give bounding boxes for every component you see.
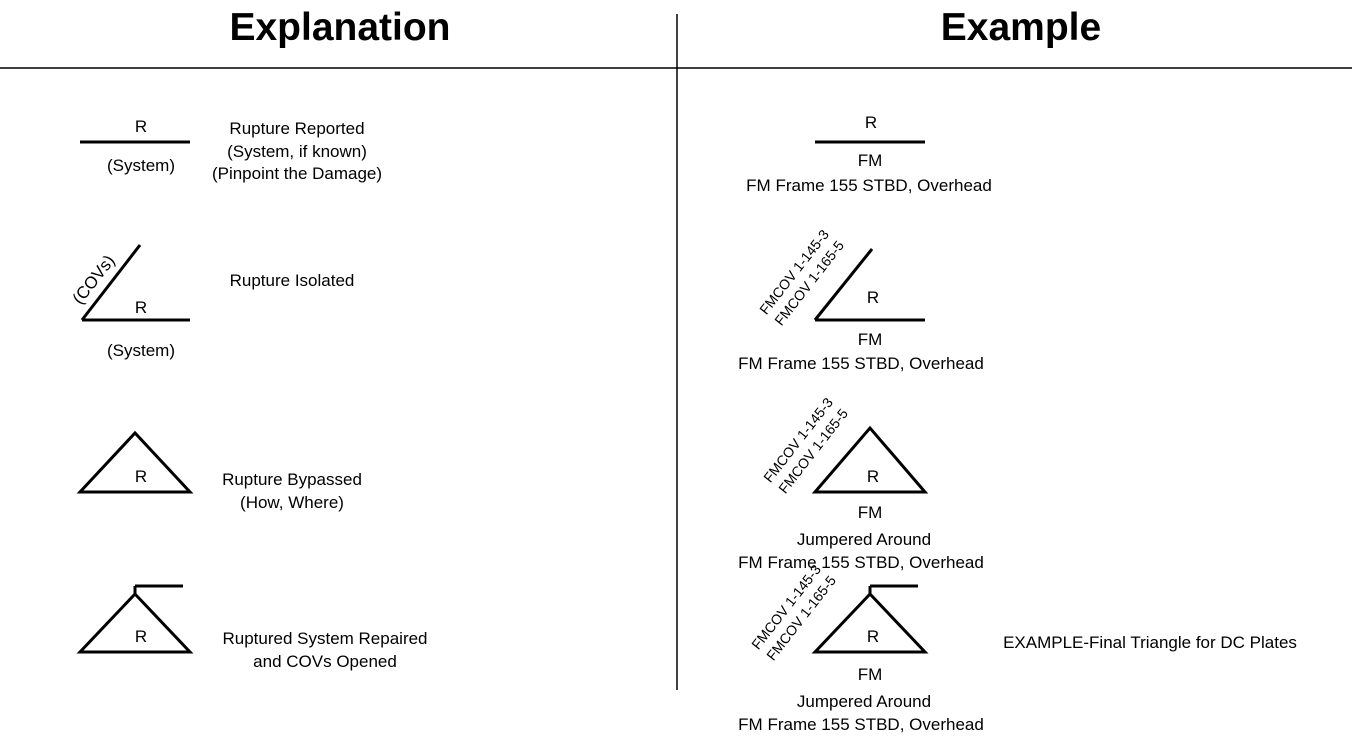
reported-line-2: (System, if known) — [227, 142, 367, 161]
system-label: FM — [858, 330, 883, 349]
isolation-slash — [813, 248, 874, 321]
explanation-reported: R (System) Rupture Reported (System, if … — [80, 117, 382, 183]
how-label: Jumpered Around — [797, 530, 931, 549]
system-label: FM — [858, 665, 883, 684]
symbol-letter: R — [867, 467, 879, 486]
isolation-slash — [80, 244, 142, 321]
explanation-bypassed: R Rupture Bypassed (How, Where) — [76, 430, 362, 512]
repair-triangle — [811, 591, 929, 654]
symbol-letter: R — [135, 627, 147, 646]
example-bypassed: FMCOV 1-145-3 FMCOV 1-165-5 R FM Jumpere… — [738, 394, 984, 572]
location-label: FM Frame 155 STBD, Overhead — [746, 176, 992, 195]
covs-label: (COVs) — [69, 251, 119, 307]
example-repaired: FMCOV 1-145-3 FMCOV 1-165-5 R FM Jumpere… — [738, 561, 1297, 734]
how-label: Jumpered Around — [797, 692, 931, 711]
repair-triangle — [76, 591, 194, 654]
system-label: (System) — [107, 341, 175, 360]
bypassed-line-2: (How, Where) — [240, 493, 344, 512]
bypass-triangle — [76, 430, 194, 494]
location-label: FM Frame 155 STBD, Overhead — [738, 715, 984, 734]
explanation-repaired: R Ruptured System Repaired and COVs Open… — [76, 584, 428, 671]
example-isolated: FMCOV 1-145-3 FMCOV 1-165-5 R FM FM Fram… — [738, 226, 984, 373]
explanation-header: Explanation — [229, 6, 450, 49]
system-label: FM — [858, 151, 883, 170]
symbol-letter: R — [135, 298, 147, 317]
reported-line-3: (Pinpoint the Damage) — [212, 164, 382, 183]
explanation-isolated: (COVs) R (System) Rupture Isolated — [69, 244, 355, 360]
system-label: (System) — [107, 156, 175, 175]
symbol-letter: R — [867, 288, 879, 307]
system-label: FM — [858, 503, 883, 522]
location-label: FM Frame 155 STBD, Overhead — [738, 354, 984, 373]
bypass-triangle — [811, 425, 929, 494]
bypassed-line-1: Rupture Bypassed — [222, 470, 362, 489]
repaired-line-2: and COVs Opened — [253, 652, 397, 671]
reported-line-1: Rupture Reported — [229, 119, 364, 138]
example-reported: R FM FM Frame 155 STBD, Overhead — [746, 113, 992, 195]
symbol-letter: R — [865, 113, 877, 132]
final-triangle-note: EXAMPLE-Final Triangle for DC Plates — [1003, 633, 1297, 652]
symbol-letter: R — [135, 117, 147, 136]
isolated-label: Rupture Isolated — [230, 271, 355, 290]
location-label: FM Frame 155 STBD, Overhead — [738, 553, 984, 572]
symbol-letter: R — [867, 627, 879, 646]
symbol-letter: R — [135, 467, 147, 486]
repaired-line-1: Ruptured System Repaired — [222, 629, 427, 648]
example-header: Example — [941, 6, 1101, 49]
